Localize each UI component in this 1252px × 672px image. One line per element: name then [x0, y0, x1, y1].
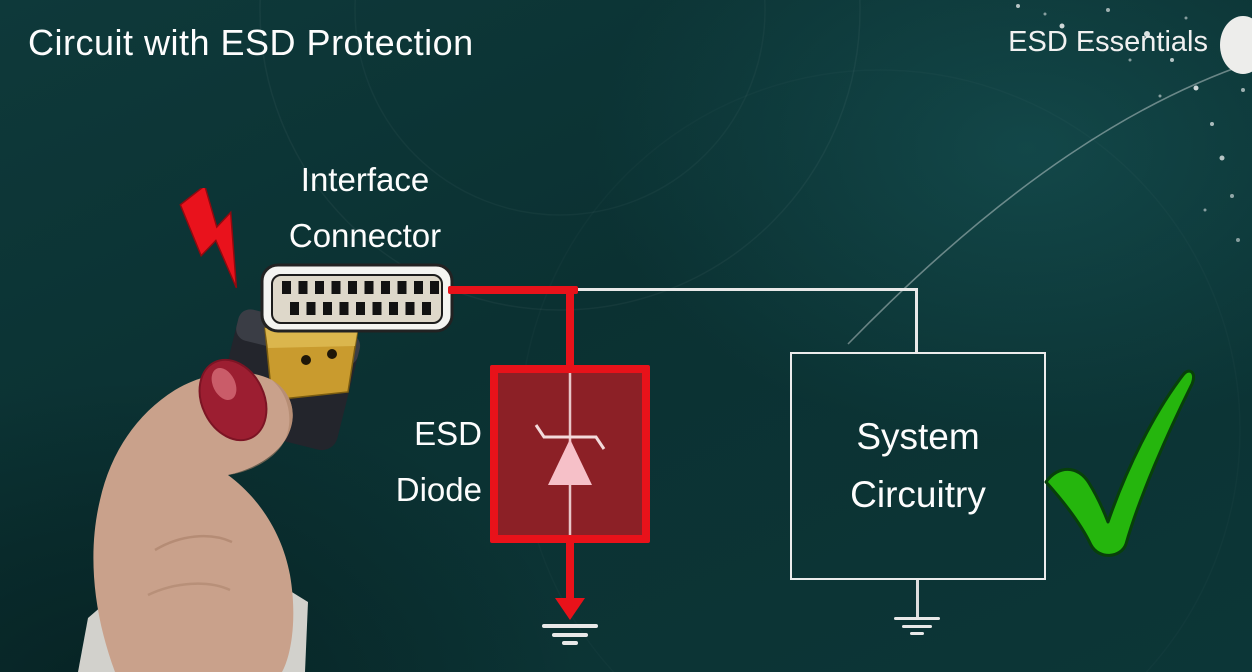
system-ground-stem: [916, 580, 919, 617]
label-line: Diode: [395, 471, 482, 508]
wire-red-from-connector: [448, 286, 578, 294]
connector-pins: [282, 281, 439, 315]
label-line: Connector: [288, 217, 442, 254]
esd-diode-label: ESD Diode: [320, 406, 482, 518]
thumb-nail: [198, 358, 268, 442]
checkmark-icon: [1044, 369, 1195, 557]
hdmi-connector: [260, 263, 454, 333]
zener-diode-symbol: [534, 373, 606, 535]
hand-shape: [93, 372, 294, 672]
interface-connector-label: Interface Connector: [230, 152, 500, 264]
wire-to-system: [574, 288, 918, 291]
connector-neck: [264, 327, 359, 401]
decor-curve: [847, 61, 1252, 345]
esd-diode-box: [490, 365, 650, 543]
brand-text: ESD Essentials: [1008, 26, 1208, 58]
hand-image: [78, 263, 454, 672]
system-circuitry-label: System: [856, 416, 980, 458]
system-circuitry-box: System Circuitry: [790, 352, 1046, 580]
discharge-arrow: [566, 543, 574, 600]
decor-dots: [1016, 4, 1245, 242]
discharge-arrow-head: [555, 598, 585, 620]
slide-title: Circuit with ESD Protection: [28, 22, 474, 63]
lightning-icon: [179, 188, 238, 289]
label-line: Interface: [300, 161, 430, 198]
hand-shading: [228, 380, 293, 475]
wire-red-to-diode: [566, 286, 574, 373]
system-circuitry-label: Circuitry: [850, 474, 986, 515]
label-line: ESD: [414, 415, 482, 452]
wire-to-system-drop: [915, 289, 918, 354]
brand-logo: [1220, 16, 1252, 74]
